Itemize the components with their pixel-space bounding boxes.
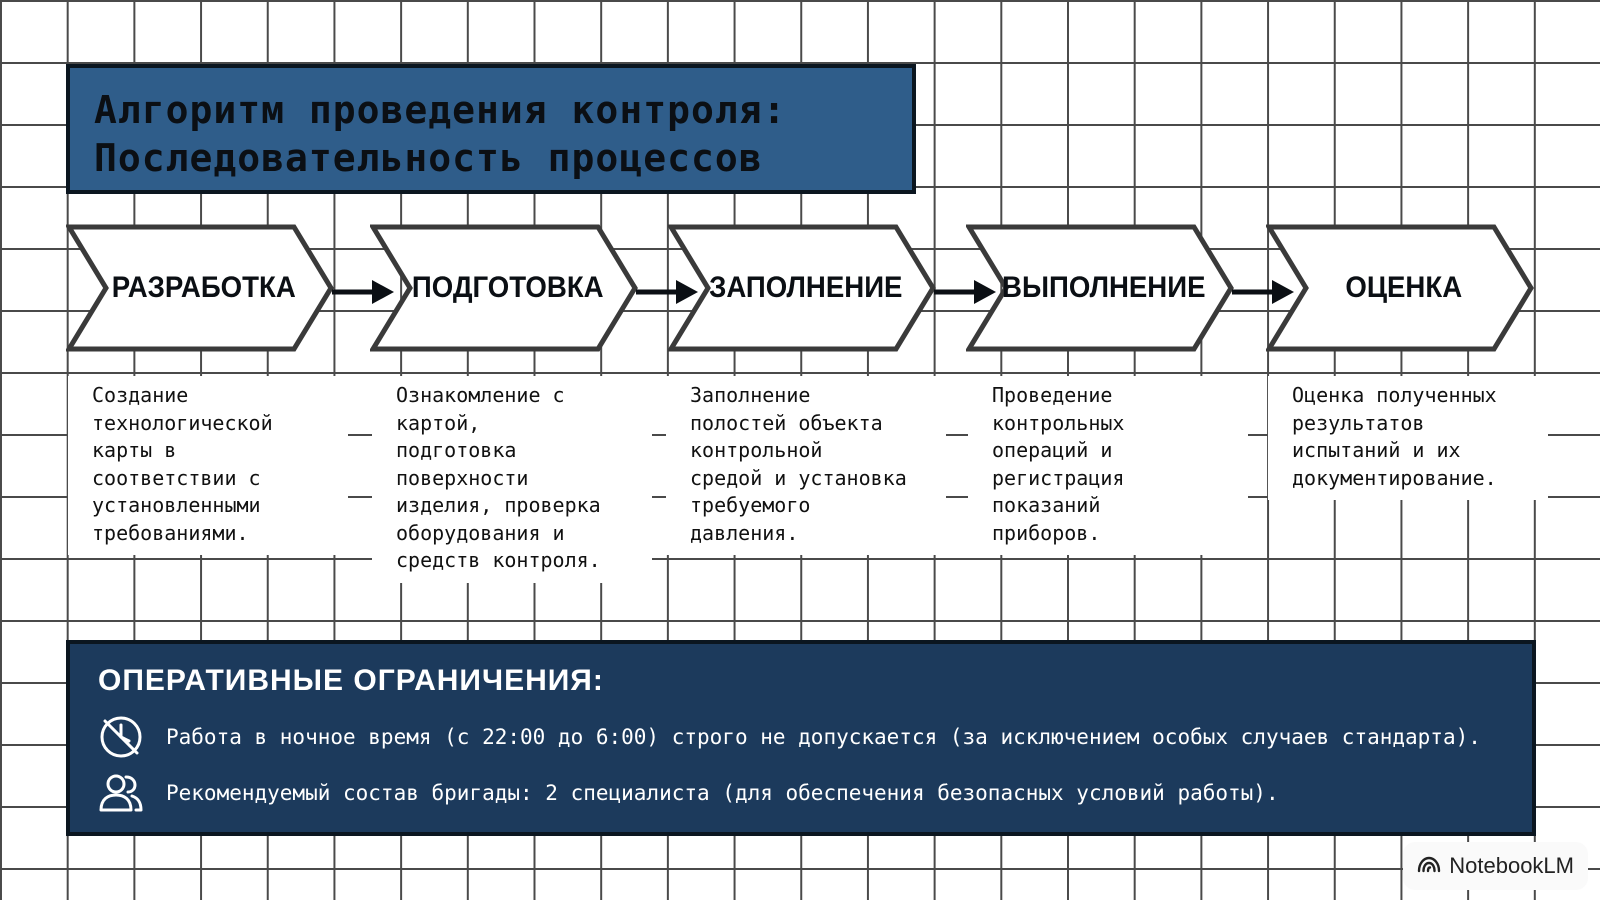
constraint-text: Работа в ночное время (с 22:00 до 6:00) … [166,725,1481,749]
flow-arrow [332,280,394,304]
constraint-text: Рекомендуемый состав бригады: 2 специали… [166,781,1279,805]
chevron-shape [370,224,638,352]
process-step-evaluation: ОЦЕНКА [1266,224,1536,352]
step-label: ВЫПОЛНЕНИЕ [1002,271,1206,304]
step-description: Ознакомление с картой, подготовка поверх… [372,376,652,583]
step-label: ПОДГОТОВКА [411,271,604,304]
watermark-label: NotebookLM [1449,853,1574,878]
notebooklm-logo-icon [1417,853,1441,879]
step-description: Проведение контрольных операций и регист… [968,376,1248,555]
constraints-panel: ОПЕРАТИВНЫЕ ОГРАНИЧЕНИЯ: Работа в ночное… [66,640,1536,836]
flow-arrow [934,280,996,304]
chevron-shape [1266,224,1534,352]
title-line-2: Последовательность процессов [94,136,763,180]
step-description: Создание технологической карты в соответ… [68,376,348,555]
process-step-filling: ЗАПОЛНЕНИЕ [668,224,938,352]
page-title: Алгоритм проведения контроля: Последоват… [94,86,786,182]
team-icon [98,770,144,816]
step-description: Оценка полученных результатов испытаний … [1268,376,1548,500]
constraints-heading: ОПЕРАТИВНЫЕ ОГРАНИЧЕНИЯ: [98,664,604,697]
title-banner: Алгоритм проведения контроля: Последоват… [66,64,916,194]
process-step-development: РАЗРАБОТКА [66,224,336,352]
title-line-1: Алгоритм проведения контроля: [94,88,787,132]
step-label: ЗАПОЛНЕНИЕ [709,271,903,304]
no-night-work-icon [98,714,144,760]
flow-arrow [1232,280,1294,304]
constraint-item: Работа в ночное время (с 22:00 до 6:00) … [98,714,1481,760]
process-step-execution: ВЫПОЛНЕНИЕ [966,224,1236,352]
chevron-shape [966,224,1234,352]
step-description: Заполнение полостей объекта контрольной … [666,376,946,555]
notebooklm-watermark: NotebookLM [1403,842,1588,890]
step-label: ОЦЕНКА [1345,271,1463,304]
flow-arrow [636,280,698,304]
chevron-shape [668,224,936,352]
constraint-item: Рекомендуемый состав бригады: 2 специали… [98,770,1279,816]
process-step-preparation: ПОДГОТОВКА [370,224,640,352]
step-label: РАЗРАБОТКА [111,271,296,304]
chevron-shape [66,224,334,352]
